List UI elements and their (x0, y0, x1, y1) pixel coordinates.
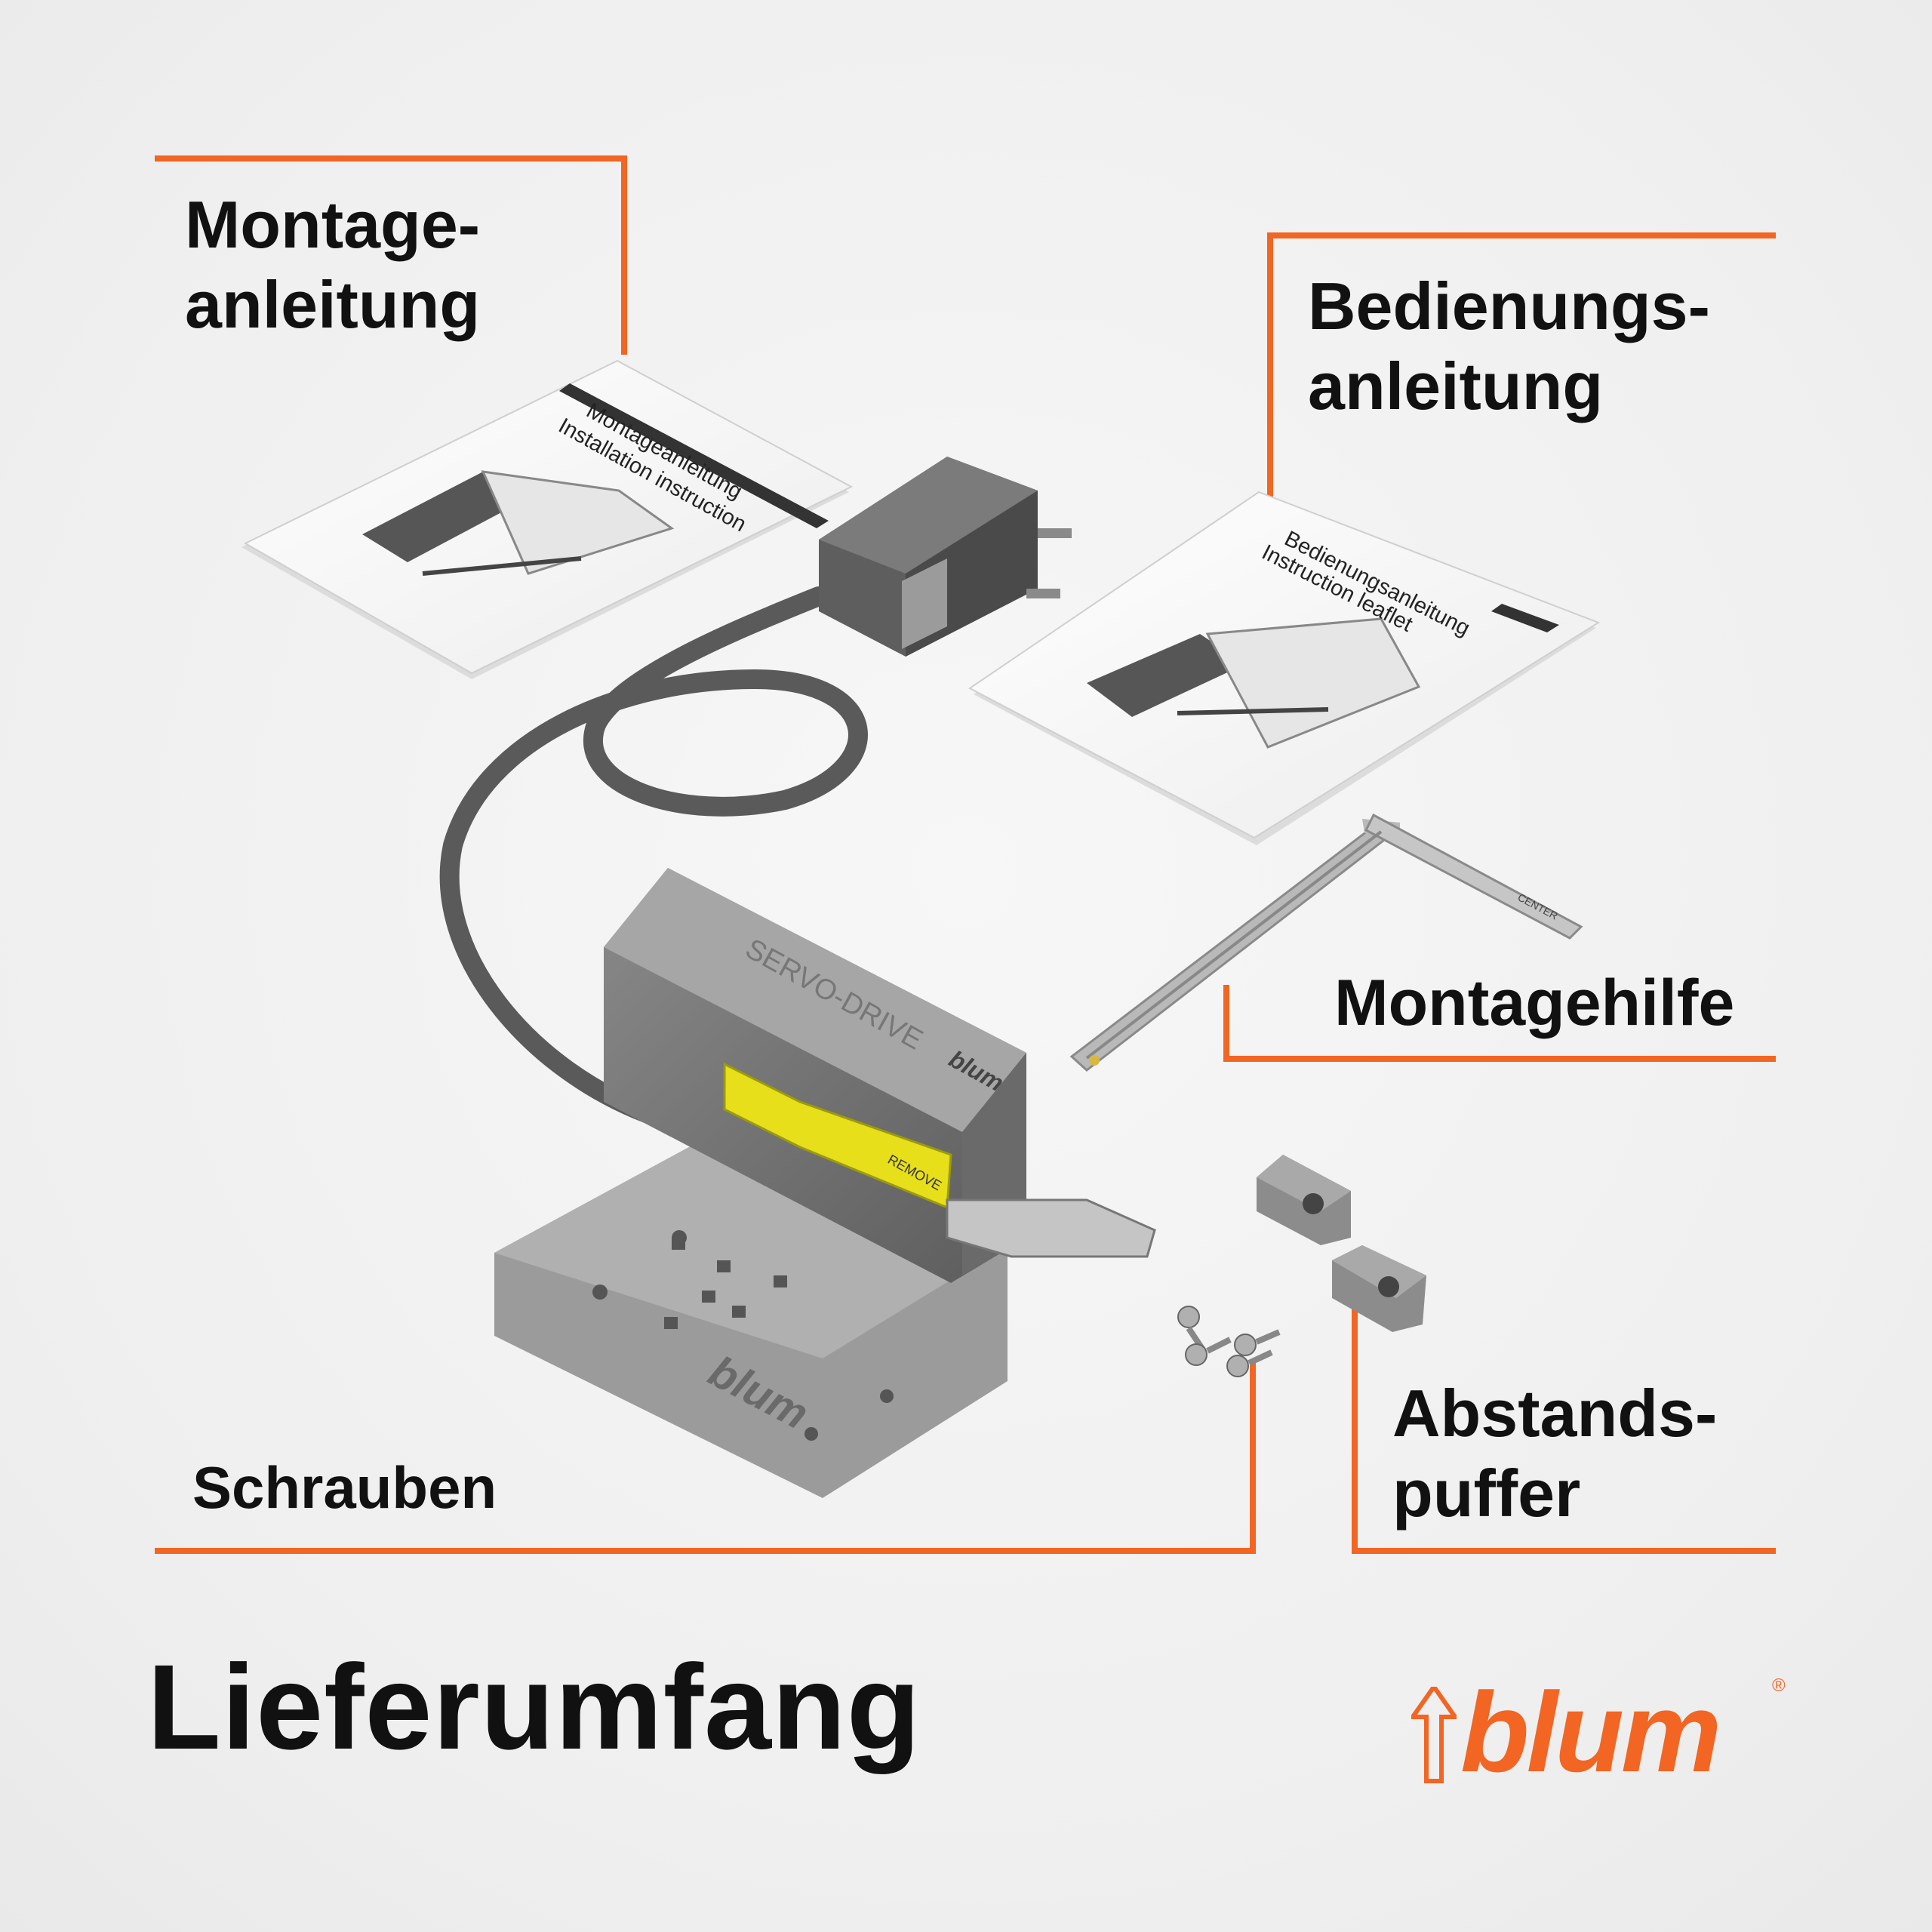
callout-bedienungsanleitung-line2: anleitung (1308, 348, 1604, 423)
logo-arrow-icon (1411, 1687, 1457, 1783)
callout-abstandspuffer-line2: puffer (1392, 1455, 1581, 1531)
assembly-manual-booklet: Montageanleitung Installation instructio… (242, 359, 854, 679)
servo-drive-unit: blum SERVO-DRIVE blum REMOVE (494, 868, 1156, 1498)
callout-abstandspuffer-line1: Abstands- (1392, 1376, 1718, 1451)
callout-montagehilfe: Montagehilfe (1334, 964, 1734, 1042)
callout-abstandspuffer: Abstands- puffer (1392, 1374, 1717, 1533)
callout-line-montagehilfe (1223, 985, 1776, 1062)
brand-logo: blum ® (1411, 1675, 1804, 1789)
screws (1177, 1306, 1281, 1377)
callout-montageanleitung-line1: Montage- (185, 187, 481, 262)
callout-bedienungsanleitung: Bedienungs- anleitung (1308, 266, 1710, 426)
callout-schrauben: Schrauben (192, 1453, 497, 1524)
page-title: Lieferumfang (147, 1639, 921, 1774)
screw-2 (1185, 1337, 1232, 1366)
callout-lines (155, 155, 1776, 1554)
screw-4 (1226, 1349, 1273, 1377)
brand-logo-text: blum (1460, 1669, 1721, 1795)
screw-3 (1234, 1329, 1281, 1356)
callout-bedienungsanleitung-line1: Bedienungs- (1308, 269, 1710, 343)
callout-montagehilfe-line1: Montagehilfe (1334, 967, 1735, 1039)
operating-manual-booklet: Bedienungsanleitung Instruction leaflet (968, 491, 1601, 845)
registered-mark: ® (1772, 1675, 1786, 1696)
callout-montageanleitung: Montage- anleitung (185, 185, 480, 344)
callout-line-abstandspuffer (1352, 1294, 1776, 1554)
callout-line-bedienungsanleitung (1267, 232, 1776, 509)
power-adapter (819, 457, 1072, 657)
callout-montageanleitung-line2: anleitung (185, 266, 481, 342)
power-cable (439, 586, 868, 1127)
distance-buffers (1257, 1155, 1426, 1332)
callout-schrauben-line1: Schrauben (192, 1454, 497, 1521)
mounting-gauge: CENTER (1069, 813, 1583, 1072)
callout-line-montageanleitung (155, 155, 627, 355)
callout-line-schrauben (155, 1362, 1256, 1554)
